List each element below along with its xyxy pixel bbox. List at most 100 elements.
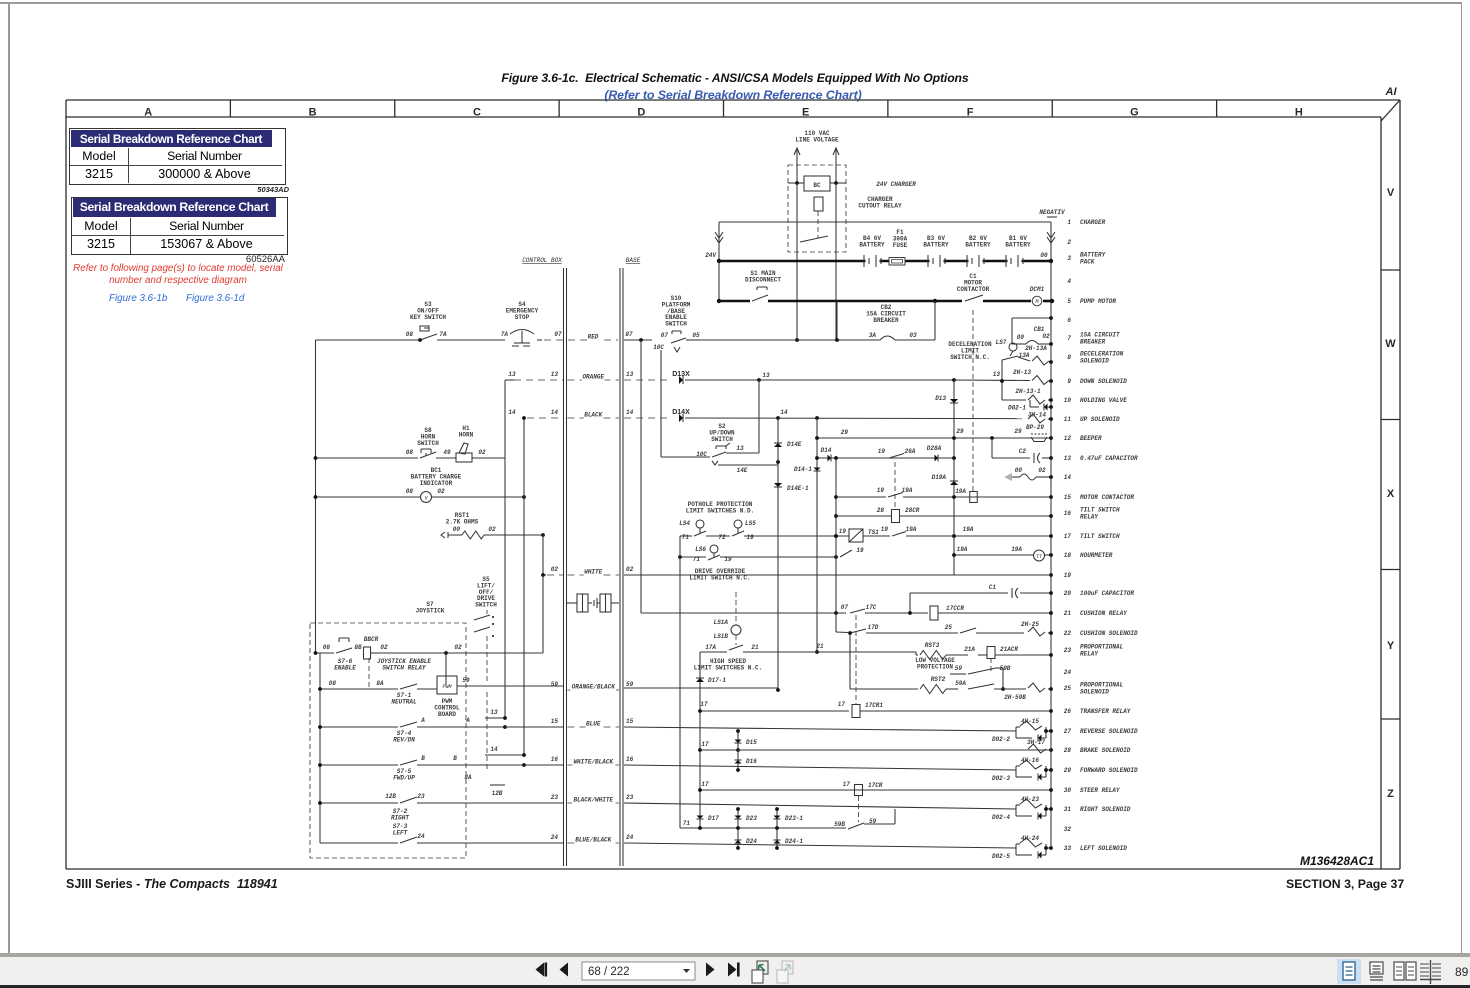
- svg-text:B3 6V: B3 6V: [927, 235, 945, 242]
- svg-text:LS6: LS6: [695, 546, 706, 553]
- svg-text:33: 33: [1064, 845, 1072, 852]
- svg-text:NEGATIV: NEGATIV: [1039, 209, 1066, 216]
- svg-text:15A CIRCUIT: 15A CIRCUIT: [866, 310, 906, 317]
- svg-text:DECELERATION: DECELERATION: [1080, 351, 1124, 358]
- svg-text:E: E: [802, 107, 809, 119]
- svg-text:V: V: [424, 496, 428, 502]
- svg-text:CUSHION RELAY: CUSHION RELAY: [1080, 610, 1128, 617]
- svg-text:21: 21: [1064, 610, 1072, 617]
- svg-text:08: 08: [406, 488, 414, 495]
- svg-text:29: 29: [1014, 428, 1022, 435]
- svg-text:UP/DOWN: UP/DOWN: [709, 429, 735, 436]
- svg-text:100uF CAPACITOR: 100uF CAPACITOR: [1080, 590, 1134, 597]
- svg-text:OFF/: OFF/: [479, 589, 494, 596]
- svg-text:/BASE: /BASE: [667, 308, 685, 315]
- svg-text:19: 19: [746, 534, 754, 541]
- svg-text:B: B: [309, 107, 317, 119]
- svg-text:PUMP MOTOR: PUMP MOTOR: [1080, 298, 1116, 305]
- svg-text:F1: F1: [896, 229, 904, 236]
- svg-text:8A: 8A: [464, 774, 472, 781]
- svg-text:27: 27: [1064, 728, 1072, 735]
- svg-text:D14E: D14E: [787, 441, 802, 448]
- svg-text:19A: 19A: [902, 487, 913, 494]
- svg-text:FUSE: FUSE: [893, 242, 908, 249]
- svg-text:RIGHT: RIGHT: [391, 815, 409, 822]
- svg-text:02: 02: [380, 644, 388, 651]
- svg-text:59: 59: [551, 681, 559, 688]
- svg-text:W: W: [1385, 338, 1396, 350]
- svg-text:59: 59: [462, 677, 470, 684]
- svg-text:RST2: RST2: [931, 676, 946, 683]
- svg-text:19A: 19A: [957, 546, 968, 553]
- svg-text:7A: 7A: [439, 331, 447, 338]
- svg-text:32: 32: [1064, 826, 1072, 833]
- svg-text:BEEPER: BEEPER: [1080, 435, 1102, 442]
- svg-text:D15: D15: [746, 739, 757, 746]
- svg-text:S7-5: S7-5: [397, 768, 412, 775]
- svg-text:BATTERY: BATTERY: [1080, 252, 1107, 259]
- svg-text:59B: 59B: [1000, 665, 1011, 672]
- svg-text:15: 15: [1064, 494, 1072, 501]
- svg-text:10C: 10C: [653, 344, 664, 351]
- svg-text:23: 23: [626, 794, 634, 801]
- svg-text:SWITCH: SWITCH: [711, 436, 733, 443]
- svg-text:BREAKER: BREAKER: [1080, 338, 1106, 345]
- svg-text:17: 17: [838, 701, 846, 708]
- svg-text:SOLENOID: SOLENOID: [1080, 688, 1109, 695]
- svg-text:24: 24: [1064, 669, 1072, 676]
- svg-text:D14E-1: D14E-1: [787, 485, 809, 492]
- svg-text:15: 15: [626, 718, 634, 725]
- svg-text:02: 02: [488, 526, 496, 533]
- svg-text:DCM1: DCM1: [1030, 286, 1045, 293]
- svg-text:D24: D24: [746, 838, 757, 845]
- svg-text:TT: TT: [1036, 554, 1043, 560]
- svg-text:08: 08: [329, 680, 337, 687]
- svg-text:87: 87: [625, 331, 633, 338]
- svg-text:12B: 12B: [385, 793, 396, 800]
- svg-text:59: 59: [869, 818, 877, 825]
- svg-text:28: 28: [1064, 747, 1072, 754]
- svg-text:3: 3: [1067, 255, 1071, 262]
- svg-text:S1 MAIN: S1 MAIN: [750, 270, 776, 277]
- svg-text:LEFT: LEFT: [393, 830, 408, 837]
- svg-text:RELAY: RELAY: [1080, 513, 1099, 520]
- svg-text:05: 05: [692, 332, 700, 339]
- svg-text:NEUTRAL: NEUTRAL: [391, 699, 417, 706]
- svg-text:HOLDING VALVE: HOLDING VALVE: [1080, 397, 1127, 404]
- svg-text:S7-4: S7-4: [397, 730, 412, 737]
- svg-text:D02-1: D02-1: [1008, 405, 1026, 412]
- svg-text:30: 30: [1064, 787, 1072, 794]
- svg-text:DOWN SOLENOID: DOWN SOLENOID: [1080, 378, 1127, 385]
- svg-text:17: 17: [701, 741, 709, 748]
- svg-text:CUSHION SOLENOID: CUSHION SOLENOID: [1080, 630, 1138, 637]
- svg-text:17CR1: 17CR1: [865, 702, 883, 709]
- svg-text:14: 14: [490, 746, 498, 753]
- svg-text:B: B: [421, 755, 425, 762]
- svg-text:19A: 19A: [906, 526, 917, 533]
- svg-text:03: 03: [909, 332, 917, 339]
- svg-text:LS4: LS4: [679, 520, 690, 527]
- svg-text:REVERSE SOLENOID: REVERSE SOLENOID: [1080, 728, 1138, 735]
- svg-text:MOTOR: MOTOR: [964, 279, 982, 286]
- svg-text:6: 6: [1067, 317, 1071, 324]
- svg-text:17CR: 17CR: [868, 782, 883, 789]
- svg-text:WHITE/BLACK: WHITE/BLACK: [573, 759, 613, 766]
- svg-text:D24-1: D24-1: [785, 838, 803, 845]
- svg-text:110 VAC: 110 VAC: [804, 130, 830, 137]
- svg-text:19: 19: [1064, 572, 1072, 579]
- svg-text:D28A: D28A: [927, 445, 942, 452]
- svg-text:LIMIT: LIMIT: [961, 347, 979, 354]
- svg-text:F: F: [967, 107, 974, 119]
- svg-text:D17-1: D17-1: [708, 677, 726, 684]
- svg-text:PWM: PWM: [442, 684, 452, 690]
- svg-text:59A: 59A: [955, 680, 966, 687]
- svg-text:S4: S4: [518, 301, 526, 308]
- svg-text:19A: 19A: [963, 526, 974, 533]
- svg-text:D23-1: D23-1: [785, 815, 803, 822]
- svg-text:2H-13-1: 2H-13-1: [1015, 388, 1041, 395]
- svg-text:19: 19: [878, 448, 886, 455]
- svg-text:12B: 12B: [492, 790, 503, 797]
- svg-text:B4 6V: B4 6V: [863, 235, 881, 242]
- svg-text:00: 00: [453, 526, 461, 533]
- svg-text:49: 49: [443, 449, 451, 456]
